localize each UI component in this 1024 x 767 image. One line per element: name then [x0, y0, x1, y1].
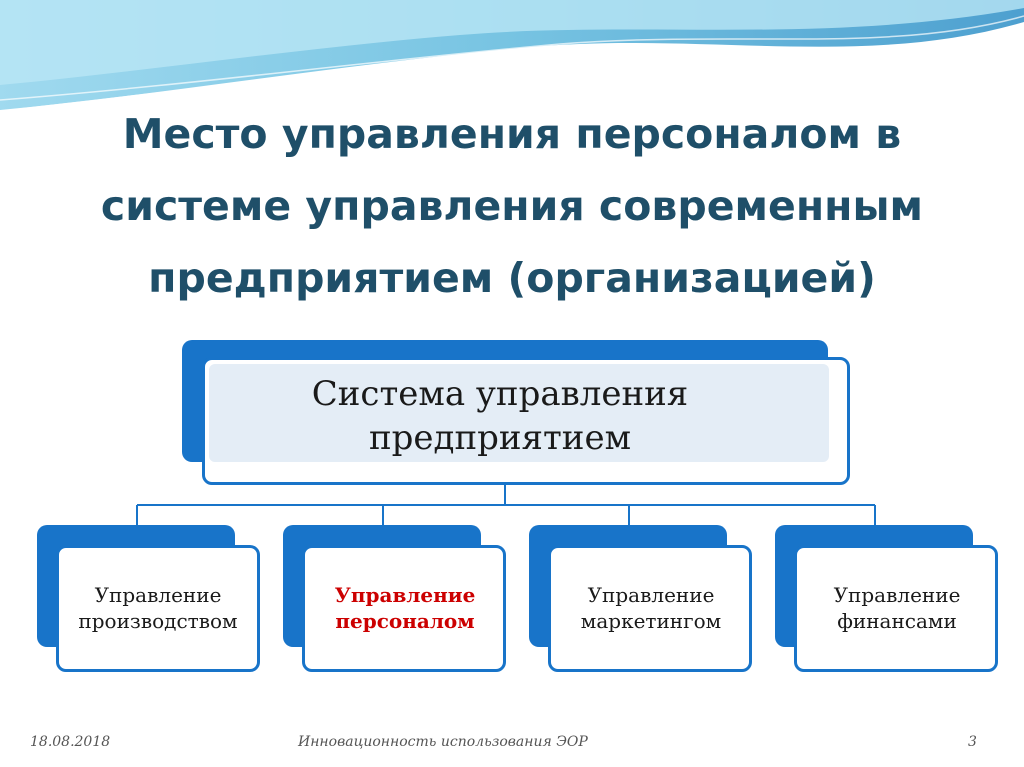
child-node-personnel — [302, 545, 506, 672]
root-node-tint — [209, 364, 829, 462]
child-label-production-line-2: производством — [78, 609, 238, 633]
child-label-marketing: Управление маркетингом — [551, 582, 751, 634]
child-label-production: Управление производством — [58, 582, 258, 634]
child-label-personnel: Управление персоналом — [305, 582, 505, 634]
root-node-label: Система управления предприятием — [230, 372, 770, 460]
slide-title-line-2: системе управления современным — [100, 182, 924, 230]
root-node — [202, 357, 850, 485]
root-node-label-line-2: предприятием — [368, 418, 632, 458]
child-label-marketing-line-2: маркетингом — [580, 609, 722, 633]
child-label-finance-line-1: Управление — [833, 583, 961, 607]
child-node-production — [56, 545, 260, 672]
child-label-finance-line-2: финансами — [837, 609, 957, 633]
slide-title: Место управления персоналом в системе уп… — [40, 98, 984, 314]
root-node-label-line-1: Система управления — [311, 374, 689, 414]
child-label-personnel-line-1: Управление — [334, 583, 476, 607]
footer-date: 18.08.2018 — [30, 734, 111, 750]
slide-title-line-1: Место управления персоналом в — [122, 110, 902, 158]
child-label-marketing-line-1: Управление — [587, 583, 715, 607]
footer-page-number: 3 — [968, 734, 977, 750]
footer-caption: Инновационность использования ЭОР — [298, 734, 588, 750]
header-wave-decoration — [0, 0, 1024, 114]
child-label-finance: Управление финансами — [797, 582, 997, 634]
child-label-personnel-line-2: персоналом — [335, 609, 475, 633]
child-node-marketing — [548, 545, 752, 672]
child-label-production-line-1: Управление — [94, 583, 222, 607]
child-node-finance — [794, 545, 998, 672]
slide-title-line-3: предприятием (организацией) — [148, 254, 876, 302]
